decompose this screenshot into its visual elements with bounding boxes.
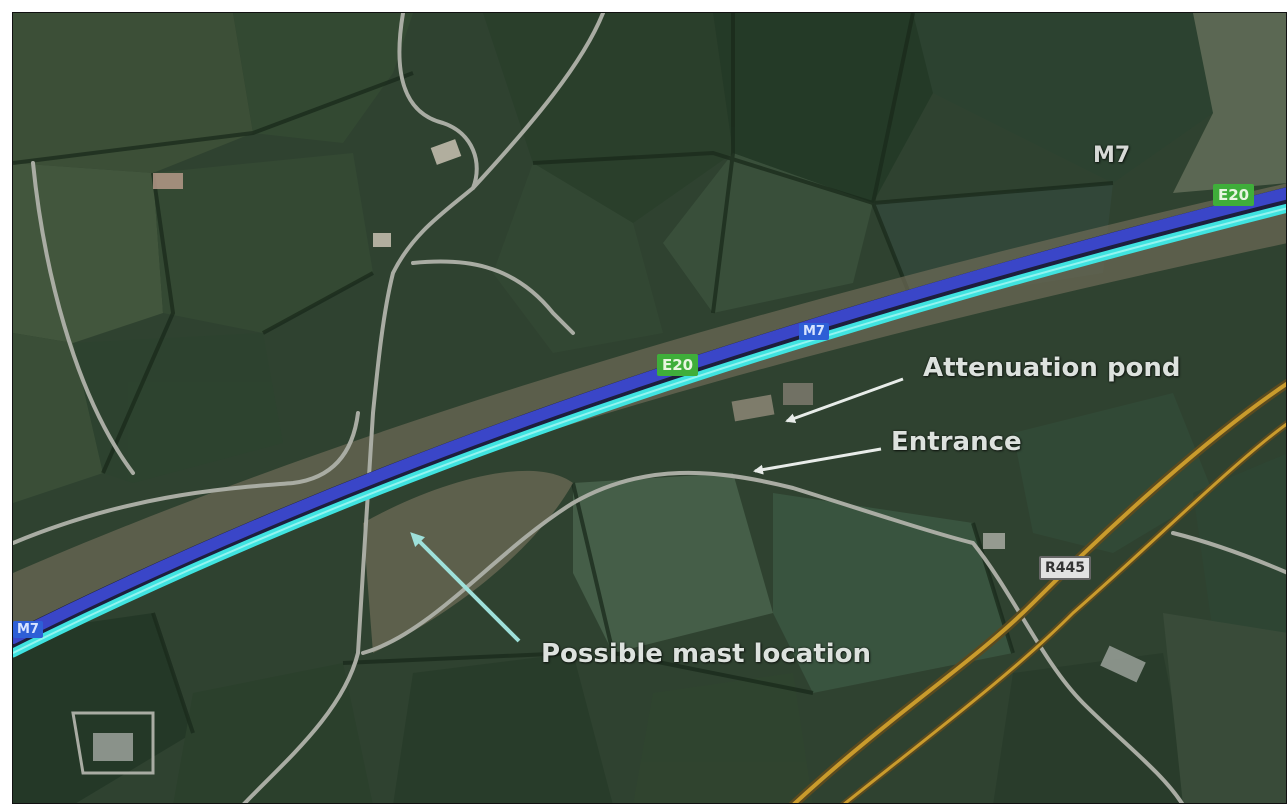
euroroute-shield-mid: E20 bbox=[657, 354, 699, 376]
regional-road-shield: R445 bbox=[1039, 556, 1092, 580]
arrow-icon bbox=[753, 447, 882, 475]
mast-site-area bbox=[363, 470, 573, 653]
arrow-icon bbox=[785, 377, 904, 423]
motorway-m7 bbox=[13, 187, 1286, 658]
minor-roads bbox=[13, 13, 1286, 803]
aerial-map bbox=[13, 13, 1286, 803]
motorway-shield-mid: M7 bbox=[799, 323, 829, 340]
attenuation-pond-label: Attenuation pond bbox=[923, 353, 1181, 383]
arrow-icon bbox=[410, 532, 521, 643]
map-frame: M7 E20 E20 M7 M7 R445 Attenuation pond E… bbox=[12, 12, 1287, 804]
entrance-label: Entrance bbox=[891, 427, 1022, 457]
hedgerows bbox=[13, 13, 1114, 734]
motorway-label: M7 bbox=[1093, 143, 1131, 168]
euroroute-shield-east: E20 bbox=[1213, 184, 1255, 206]
buildings bbox=[93, 139, 1146, 761]
motorway-shield-west: M7 bbox=[13, 621, 43, 638]
mast-location-label: Possible mast location bbox=[541, 639, 872, 669]
national-road bbox=[788, 378, 1286, 803]
annotation-arrows bbox=[410, 377, 904, 643]
